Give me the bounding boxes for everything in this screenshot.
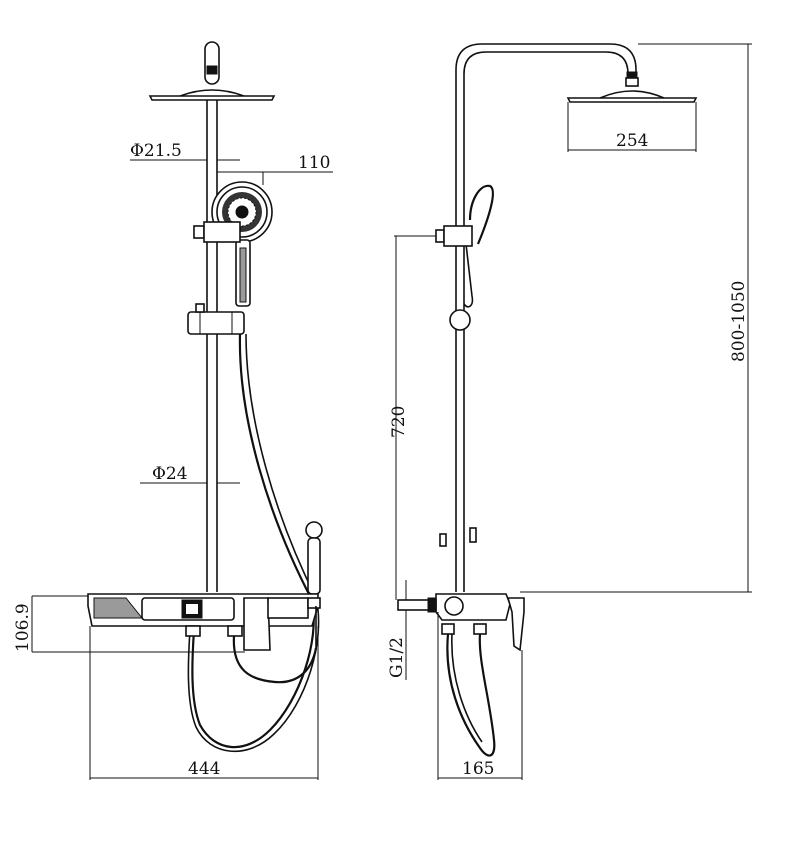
front-spray-head — [305, 521, 323, 539]
front-rain-head — [148, 95, 276, 101]
front-head-arm — [204, 41, 220, 85]
side-hand-shower — [468, 184, 494, 245]
front-mixer-lever — [243, 597, 271, 651]
front-hose — [191, 333, 315, 749]
side-riser-inner — [463, 51, 629, 592]
side-rain-head — [566, 97, 698, 103]
side-slide-knob — [449, 309, 471, 331]
side-hose — [446, 633, 496, 757]
dim-label-total-height: 800-1050 — [729, 281, 749, 362]
front-rain-head-dome — [179, 89, 245, 97]
front-head-arm-band — [206, 65, 218, 75]
dim-label-mixer-height: 106.9 — [13, 603, 33, 652]
dim-label-handset-offset: 110 — [298, 153, 330, 173]
side-mixer-lever — [506, 597, 525, 652]
front-spray-handle — [307, 537, 321, 595]
front-inlet-left — [185, 625, 201, 637]
front-holder-knob — [193, 225, 205, 239]
dim-label-side-depth: 165 — [462, 759, 494, 779]
dim-label-bracket-height: 720 — [389, 406, 409, 438]
front-inlet-right — [227, 625, 243, 637]
side-holder — [443, 225, 473, 247]
dim-label-head-pipe-diameter: Φ21.5 — [130, 141, 182, 161]
side-riser-outer — [455, 43, 637, 592]
front-view: Φ21.5 110 Φ24 — [13, 41, 333, 780]
side-mixer-knob — [444, 596, 464, 616]
dim-label-head-diameter: 254 — [616, 131, 648, 151]
dim-label-thread: G1/2 — [387, 637, 407, 678]
side-view: 254 800-1050 720 G1/2 — [387, 43, 752, 780]
dim-label-mixer-width: 444 — [188, 759, 220, 779]
front-slide-bracket — [187, 311, 245, 335]
dim-label-rod-diameter: Φ24 — [152, 464, 188, 484]
front-holder — [203, 221, 241, 243]
